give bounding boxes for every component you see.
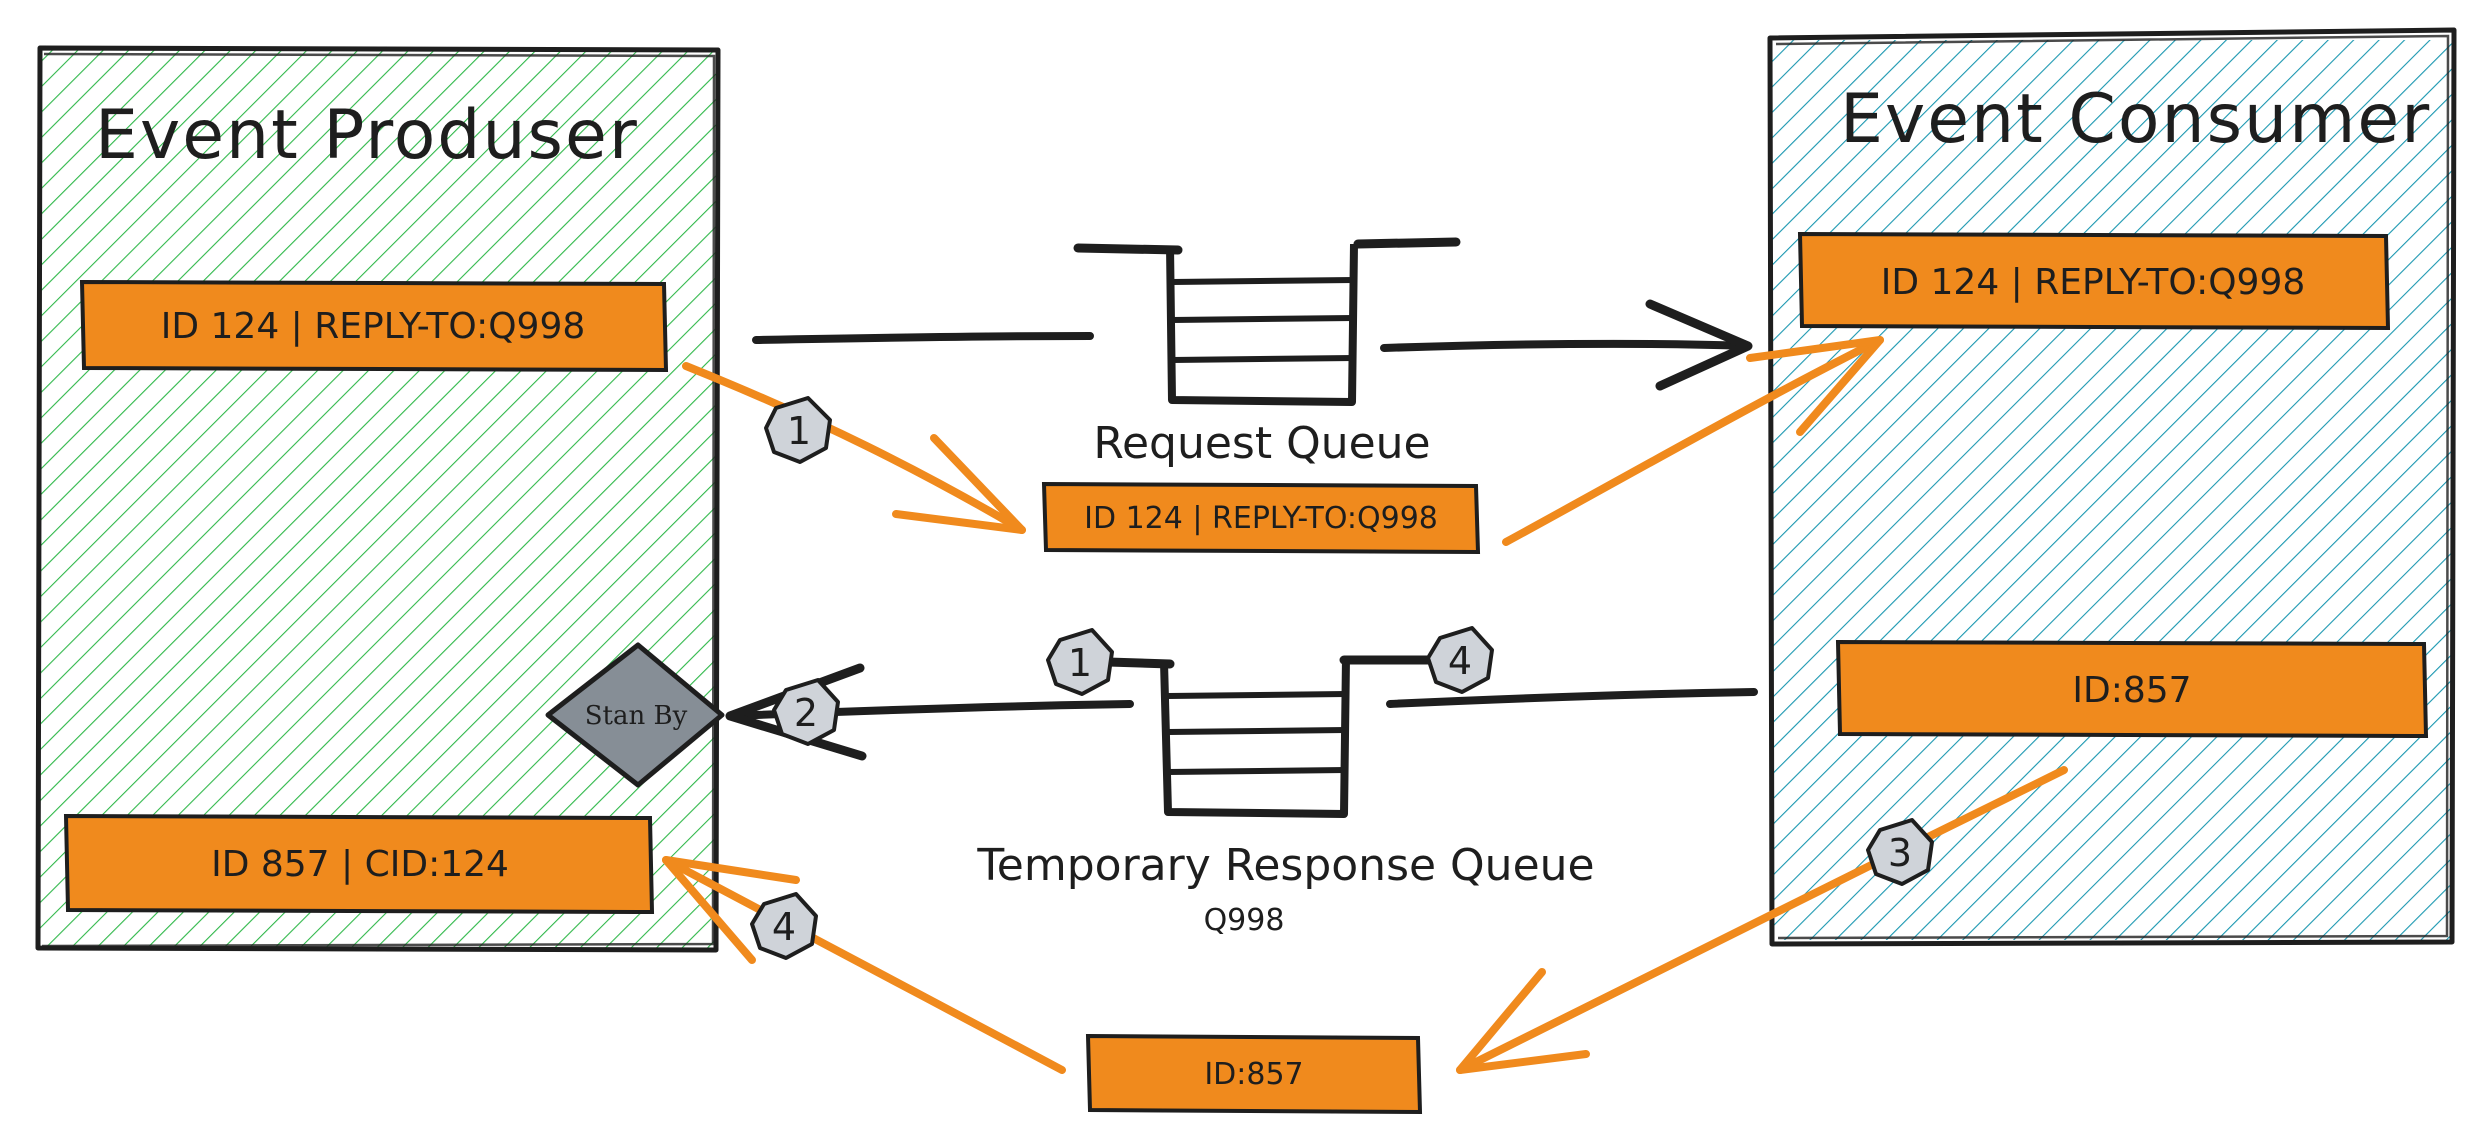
svg-text:2: 2 (794, 691, 818, 735)
consumer-panel: Event Consumer ID 124 | REPLY-TO:Q998 ID… (1767, 27, 2457, 947)
step-badge-response-receive: 4 (750, 892, 818, 960)
response-queue: Temporary Response Queue Q998 ID:857 (725, 655, 1758, 1115)
request-queue: Request Queue ID 124 | REPLY-TO:Q998 (752, 237, 1753, 555)
svg-text:ID 124 | REPLY-TO:Q998: ID 124 | REPLY-TO:Q998 (1881, 262, 2306, 303)
svg-text:ID:857: ID:857 (1204, 1057, 1303, 1092)
step-badge-request-send: 1 (764, 396, 832, 464)
consumer-response-message: ID:857 (1835, 639, 2429, 739)
svg-text:1: 1 (787, 409, 811, 453)
step-badge-queue-deleted: 4 (1426, 626, 1494, 694)
arrow-consumer-to-response (1456, 766, 2068, 1074)
response-queue-name: Q998 (1204, 903, 1285, 938)
request-queue-message: ID 124 | REPLY-TO:Q998 (1041, 481, 1481, 555)
svg-text:ID 124 | REPLY-TO:Q998: ID 124 | REPLY-TO:Q998 (161, 306, 586, 347)
svg-text:ID:857: ID:857 (2072, 670, 2191, 711)
response-queue-label: Temporary Response Queue (976, 840, 1594, 891)
step-badge-wait: 2 (772, 678, 840, 746)
svg-text:Stan By: Stan By (585, 701, 688, 731)
arrow-queue-to-consumer (1502, 336, 1884, 546)
svg-text:1: 1 (1068, 641, 1092, 685)
svg-text:4: 4 (772, 905, 796, 949)
flow-arrows (662, 336, 2068, 1074)
producer-response-message: ID 857 | CID:124 (63, 813, 655, 915)
consumer-request-message: ID 124 | REPLY-TO:Q998 (1797, 231, 2391, 331)
arrow-response-to-producer (662, 856, 1066, 1074)
svg-text:ID 857 | CID:124: ID 857 | CID:124 (211, 844, 509, 885)
producer-panel: Event Produser ID 124 | REPLY-TO:Q998 ID… (35, 45, 725, 953)
standby-diamond: Stan By (545, 642, 725, 788)
producer-request-message: ID 124 | REPLY-TO:Q998 (79, 279, 669, 373)
producer-title: Event Produser (95, 96, 639, 175)
response-queue-message: ID:857 (1085, 1033, 1423, 1115)
svg-text:3: 3 (1888, 831, 1912, 875)
svg-text:ID 124 | REPLY-TO:Q998: ID 124 | REPLY-TO:Q998 (1084, 501, 1438, 536)
arrow-producer-to-queue (682, 362, 1026, 534)
consumer-title: Event Consumer (1840, 80, 2431, 159)
svg-text:4: 4 (1448, 639, 1472, 683)
step-badge-queue-created: 1 (1046, 628, 1114, 696)
request-queue-label: Request Queue (1093, 418, 1430, 469)
step-badge-reply: 3 (1866, 818, 1934, 886)
